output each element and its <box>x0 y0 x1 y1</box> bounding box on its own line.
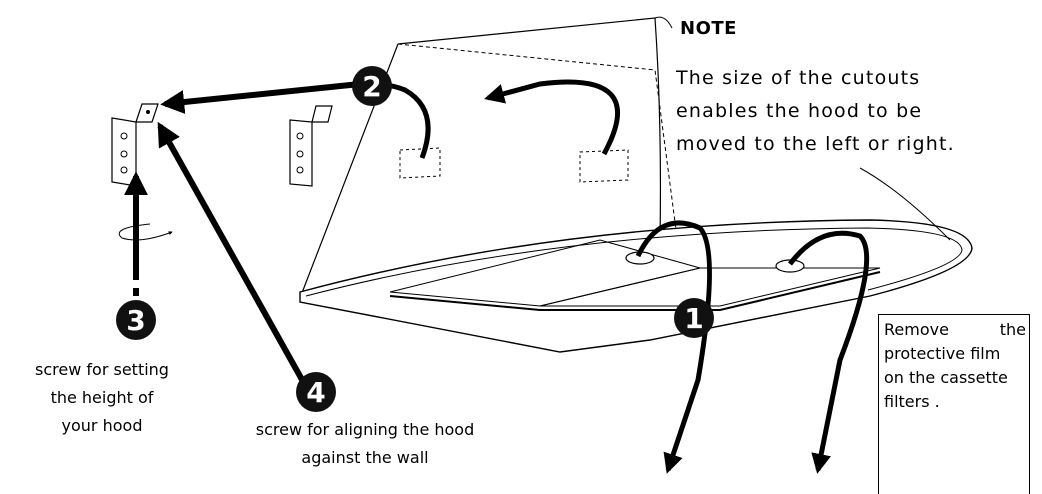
step-badge-4: 4 <box>296 372 336 412</box>
caption-line: against the wall <box>301 448 429 467</box>
step-badge-3: 3 <box>116 300 156 340</box>
step-number-4: 4 <box>306 376 325 409</box>
filter-front-edge <box>389 271 881 311</box>
hood-canopy <box>299 219 973 353</box>
right-leader-line <box>859 167 951 241</box>
wall-bracket-right <box>289 105 333 187</box>
cutout-left <box>399 147 441 179</box>
filter-right <box>539 267 881 307</box>
note-text: The size of the cutouts enables the hood… <box>676 62 976 161</box>
note-line: The size of the cutouts <box>676 67 921 89</box>
caption-line: screw for aligning the hood <box>255 420 475 439</box>
film-line: protective film <box>884 344 1001 363</box>
film-line: on the cassette <box>884 368 1008 387</box>
caption-line: the height of <box>50 388 154 407</box>
film-line: filters . <box>884 392 940 411</box>
film-instruction-box: Remove the protective film on the casset… <box>878 314 1030 494</box>
wall-bracket-left <box>111 103 159 187</box>
step-number-2: 2 <box>362 70 381 103</box>
note-leader-line <box>654 16 673 29</box>
caption-line: your hood <box>61 416 143 435</box>
note-line: moved to the left or right. <box>676 133 955 155</box>
arrow-4-diagonal <box>157 121 313 396</box>
chimney-dashed-outline <box>397 43 681 261</box>
step-badge-2: 2 <box>352 66 392 106</box>
arrow-2-hook-right <box>484 79 621 156</box>
rotation-indicator <box>118 223 173 241</box>
hood-canopy-rim <box>305 227 963 297</box>
step-4-caption: screw for aligning the hood against the … <box>200 416 530 472</box>
step-3-caption: screw for setting the height of your hoo… <box>0 356 204 440</box>
film-line: Remove the <box>884 320 1026 339</box>
arrow-2-to-bracket <box>160 81 361 114</box>
note-title: NOTE <box>680 18 737 39</box>
arrow-1-right <box>788 230 870 474</box>
caption-line: screw for setting <box>35 360 169 379</box>
note-line: enables the hood to be <box>676 100 923 122</box>
cutout-right <box>579 149 629 183</box>
step-number-3: 3 <box>126 304 145 337</box>
step-badge-1: 1 <box>674 298 714 338</box>
step-number-1: 1 <box>684 302 703 335</box>
